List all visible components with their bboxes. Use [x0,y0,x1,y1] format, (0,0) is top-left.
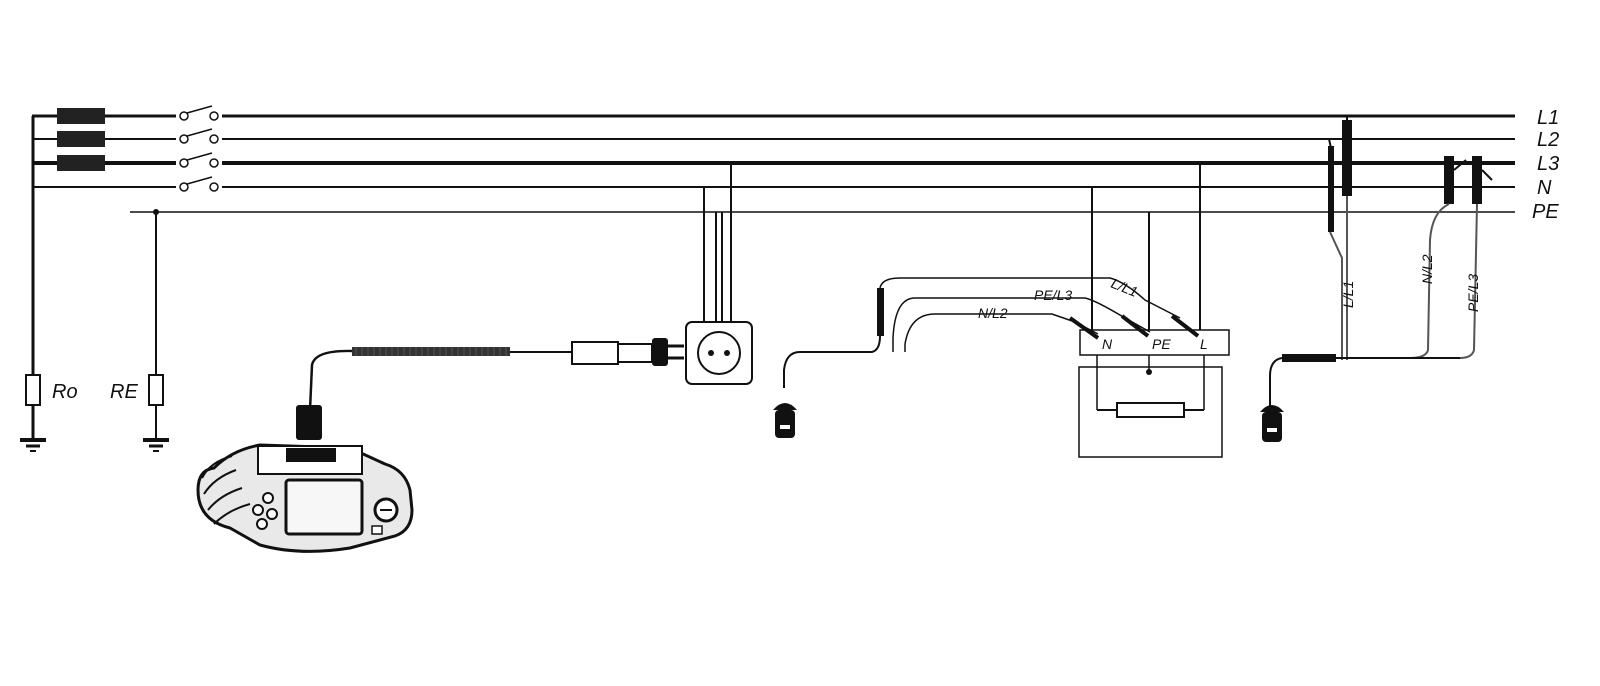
fuses [57,108,105,171]
resistor-label-re: RE [110,381,138,403]
bus-label-l1: L1 [1537,107,1559,129]
terminal-label-l: L [1200,336,1208,352]
probe-label-n-l2: N/L2 [978,305,1008,321]
mains-plug-icon [773,403,797,438]
switches [176,105,222,195]
terminal-block [1079,329,1230,356]
clamp-label-l-l1: L/L1 [1340,281,1356,308]
probe-leads [783,277,1200,388]
load-enclosure [1078,355,1223,458]
fuse-l3 [57,155,105,171]
earth-ground-icon [143,438,169,452]
bus-label-pe: PE [1532,201,1559,223]
probe-label-l-l1: L/L1 [1109,275,1140,300]
fuse-l2 [57,131,105,147]
clamp-label-n-l2: N/L2 [1419,254,1435,284]
resistor-label-ro: Ro [52,381,78,403]
installation-tester [196,405,414,553]
socket-feeders [703,163,732,325]
bus-label-l3: L3 [1537,153,1559,175]
bus-label-l2: L2 [1537,129,1559,151]
wall-socket [685,321,753,385]
probe-label-pe-l3: PE/L3 [1034,287,1072,303]
resistor-re [148,374,164,406]
bus-label-n: N [1537,177,1552,199]
resistor-ro [25,374,41,406]
earth-ground-icon [20,438,46,452]
fuse-l1 [57,108,105,124]
test-plug-adapter [571,338,684,366]
bus-bars [32,114,1515,213]
clamp-leads [1269,116,1493,412]
load-resistor [1116,402,1185,418]
terminal-label-pe: PE [1152,336,1171,352]
terminal-label-n: N [1102,336,1113,352]
clamp-label-pe-l3: PE/L3 [1465,274,1481,312]
load-feeders [1091,163,1201,345]
coiled-test-lead [308,347,572,411]
mains-plug-icon [1260,405,1284,442]
